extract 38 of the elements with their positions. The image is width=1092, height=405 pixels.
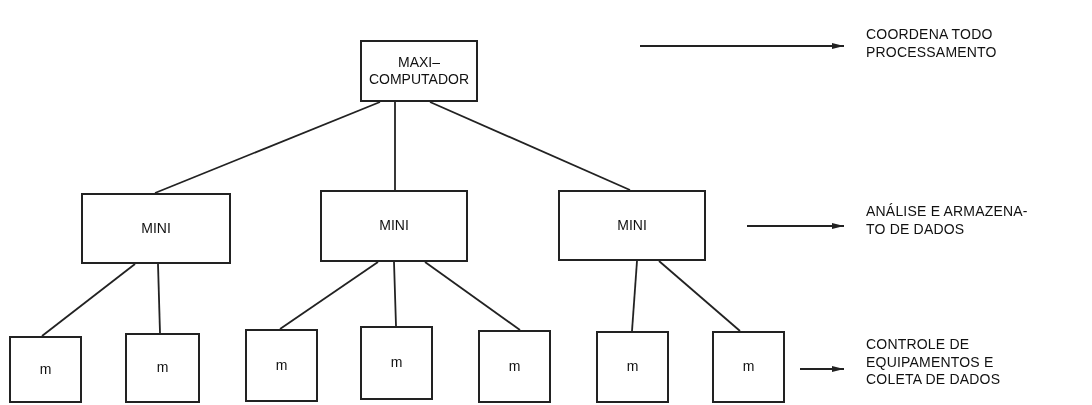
level-description: ANÁLISE E ARMAZENA- TO DE DADOS — [866, 203, 1029, 238]
level-description: COORDENA TODO PROCESSAMENTO — [866, 26, 998, 61]
micro-box — [478, 330, 551, 403]
connector-line — [279, 261, 379, 330]
connector-line — [393, 261, 397, 327]
node-label: m — [39, 360, 52, 379]
node-label: m — [390, 354, 403, 372]
micro-box — [125, 333, 200, 403]
computer-box — [360, 40, 478, 102]
node-label: MINI — [617, 216, 647, 235]
micro-box — [9, 336, 82, 403]
arrow — [639, 43, 845, 49]
node-label: MINI — [141, 219, 171, 238]
arrow — [746, 223, 845, 229]
connector-line — [658, 260, 741, 332]
node-label: m — [626, 358, 639, 376]
mini-box — [81, 193, 231, 264]
node-label: MAXI– COMPUTADOR — [367, 53, 471, 89]
node-label: m — [275, 356, 288, 375]
mini-box — [558, 190, 706, 261]
connector-line — [394, 101, 396, 191]
micro-box — [712, 331, 785, 403]
connector-line — [41, 263, 136, 337]
connector-line — [157, 263, 161, 334]
node-label: m — [156, 359, 169, 377]
connector-line — [631, 260, 638, 332]
node-label: m — [742, 358, 755, 376]
node-label: MINI — [379, 217, 409, 235]
micro-box — [596, 331, 669, 403]
mini-box — [320, 190, 468, 262]
connector-line — [154, 101, 381, 194]
arrow — [799, 366, 845, 372]
level-description: CONTROLE DE EQUIPAMENTOS E COLETA DE DADOS — [866, 336, 1002, 389]
micro-box — [360, 326, 433, 400]
connector-line — [429, 101, 631, 191]
connector-line — [424, 261, 521, 331]
node-label: m — [508, 357, 521, 376]
micro-box — [245, 329, 318, 402]
